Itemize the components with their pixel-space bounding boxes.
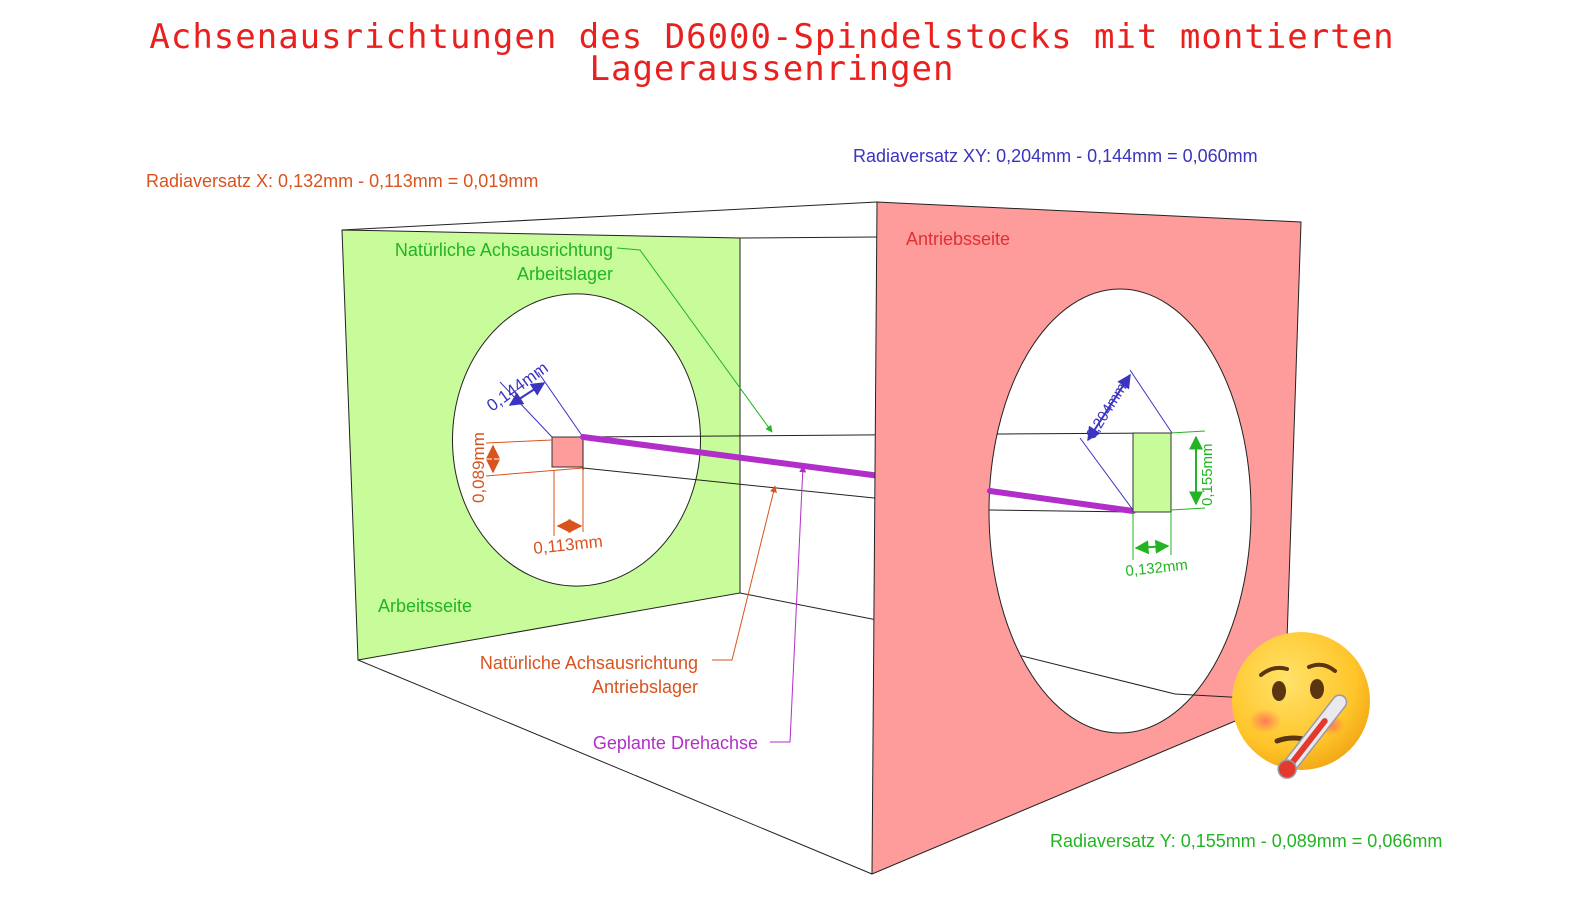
callout-drive-axis [712,485,777,661]
radial-offset-y-label: Radiaversatz Y: 0,155mm - 0,089mm = 0,06… [1050,831,1442,851]
work-vertical-dimension: 0,089mm [469,432,488,503]
drive-side-face [871,201,1302,875]
work-side-label: Arbeitsseite [378,596,472,616]
work-offset-square [551,436,584,468]
callout-work-axis-label-1: Natürliche Achsausrichtung [395,240,613,260]
work-side-face [341,229,741,661]
callout-work-axis [616,247,773,433]
box-edges-back [341,201,1176,875]
work-side-dimensions [485,371,584,536]
drive-side-label: Antriebsseite [906,229,1010,249]
callout-drive-axis-label-2: Antriebslager [592,677,698,697]
drive-horizontal-dimension: 0,132mm [1125,557,1189,580]
work-horizontal-dimension: 0,113mm [532,532,603,558]
work-diagonal-dimension: 0,144mm [483,358,552,415]
callout-planned-axis-label: Geplante Drehachse [593,733,758,753]
callout-drive-axis-label-1: Natürliche Achsausrichtung [480,653,698,673]
drive-side-dimensions [1079,369,1206,560]
planned-axis-rod-front [987,488,1136,514]
page-title-line-2: Lageraussenringen [590,49,955,89]
radial-offset-x-label: Radiaversatz X: 0,132mm - 0,113mm = 0,01… [146,171,538,191]
page-title: Achsenausrichtungen des D6000-Spindelsto… [149,17,1394,57]
callout-planned-axis [770,465,807,743]
callout-work-axis-label-2: Arbeitslager [517,264,613,284]
radial-offset-xy-label: Radiaversatz XY: 0,204mm - 0,144mm = 0,0… [853,146,1258,166]
drive-vertical-dimension: 0,155mm [1199,443,1216,506]
planned-axis-rod-back [580,434,883,479]
drive-offset-square [1132,432,1172,513]
face-with-thermometer-icon [1232,632,1370,779]
